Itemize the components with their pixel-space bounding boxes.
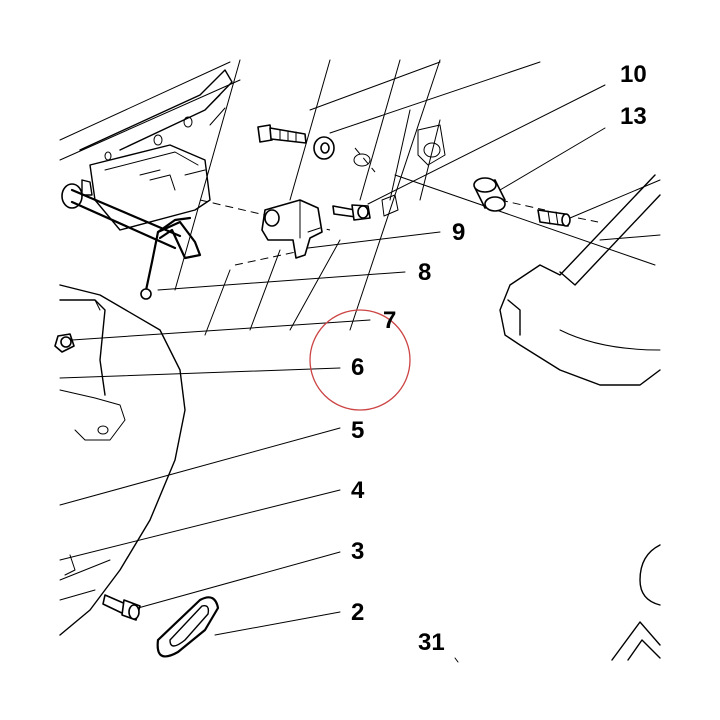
label-5: 5 [351, 417, 364, 444]
part-labels: 10 13 9 8 7 6 5 4 3 2 31 [351, 61, 647, 656]
label-2: 2 [351, 599, 364, 626]
label-6: 6 [351, 354, 364, 381]
dashed-hole-marks [353, 124, 446, 217]
top-bolt [257, 124, 307, 144]
left-housing [59, 284, 186, 636]
label-31: 31 [418, 629, 445, 656]
right-panel [499, 174, 661, 386]
grommet-part-2 [156, 596, 220, 658]
label-9: 9 [452, 219, 465, 246]
label-7: 7 [383, 307, 396, 334]
grub-screw [537, 209, 571, 227]
highlight-circle [309, 309, 411, 411]
latch-bracket [61, 94, 226, 250]
sleeve [473, 177, 506, 212]
leader-lines [59, 61, 661, 663]
screw-part-3 [102, 594, 141, 621]
label-3: 3 [351, 538, 364, 565]
hinge-bracket-part-9 [261, 199, 323, 259]
small-bolt [332, 204, 371, 221]
small-nut [54, 333, 75, 353]
label-8: 8 [418, 259, 431, 286]
label-13: 13 [620, 103, 647, 130]
label-10: 10 [620, 61, 647, 88]
bottom-right-shapes [611, 544, 661, 661]
label-4: 4 [351, 477, 365, 504]
wire-rod-part-8 [140, 216, 202, 300]
top-washer [313, 136, 335, 160]
